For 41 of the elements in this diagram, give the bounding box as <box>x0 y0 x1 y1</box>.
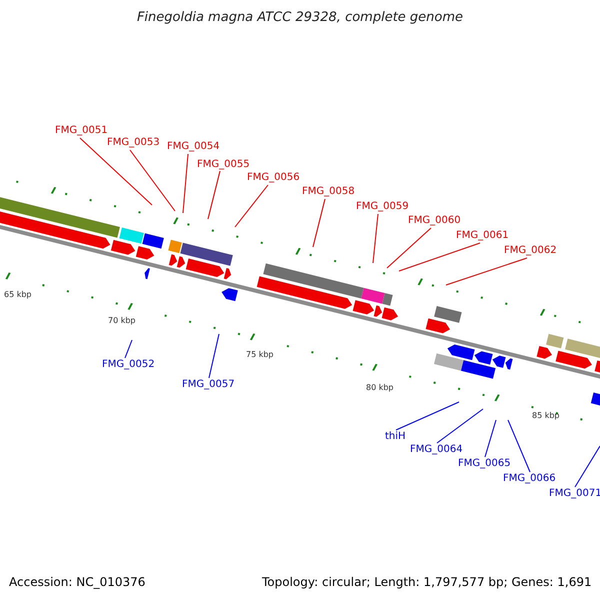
leader-line <box>436 408 484 444</box>
gene-label: FMG_0054 <box>167 142 220 152</box>
leader-line <box>182 154 188 214</box>
leader-line <box>372 214 378 264</box>
leader-line <box>80 138 152 206</box>
leader-line <box>574 446 600 488</box>
gene-label: FMG_0053 <box>107 138 160 148</box>
gene-label: FMG_0057 <box>182 380 235 390</box>
scale-label: 75 kbp <box>246 351 274 359</box>
gene-label: FMG_0065 <box>458 459 511 469</box>
leader-line <box>386 228 432 268</box>
gene-label: FMG_0060 <box>408 216 461 226</box>
gene-label: FMG_0061 <box>456 231 509 241</box>
scale-label: 85 kbp <box>532 412 560 420</box>
gene-label: FMG_0058 <box>302 187 355 197</box>
gene-label: FMG_0051 <box>55 126 108 136</box>
scale-label: 70 kbp <box>108 317 136 325</box>
genome-stats-text: Topology: circular; Length: 1,797,577 bp; Genes: 1,691 <box>262 576 592 588</box>
gene-label: thiH <box>385 432 406 442</box>
leader-line <box>208 334 220 378</box>
leader-line <box>398 242 480 272</box>
leader-line <box>124 340 132 358</box>
leader-line <box>484 420 496 458</box>
leader-line <box>508 420 530 472</box>
gene-label: FMG_0055 <box>197 160 250 170</box>
gene-label: FMG_0056 <box>247 173 300 183</box>
scale-label: 65 kbp <box>4 291 32 299</box>
leader-line <box>446 258 528 286</box>
leader-line <box>130 150 176 212</box>
scale-label: 80 kbp <box>366 384 394 392</box>
gene-label: FMG_0066 <box>503 474 556 484</box>
accession-text: Accession: NC_010376 <box>9 576 146 588</box>
leader-line <box>396 402 460 430</box>
gene-label: FMG_0059 <box>356 202 409 212</box>
title: Finegoldia magna ATCC 29328, complete genome <box>136 11 464 24</box>
leader-line <box>208 170 220 220</box>
gene-label: FMG_0052 <box>102 360 155 370</box>
leader-line <box>312 198 326 248</box>
gene-label: FMG_0064 <box>410 445 463 455</box>
leader-line <box>234 184 268 228</box>
gene-label: FMG_0062 <box>504 246 557 256</box>
